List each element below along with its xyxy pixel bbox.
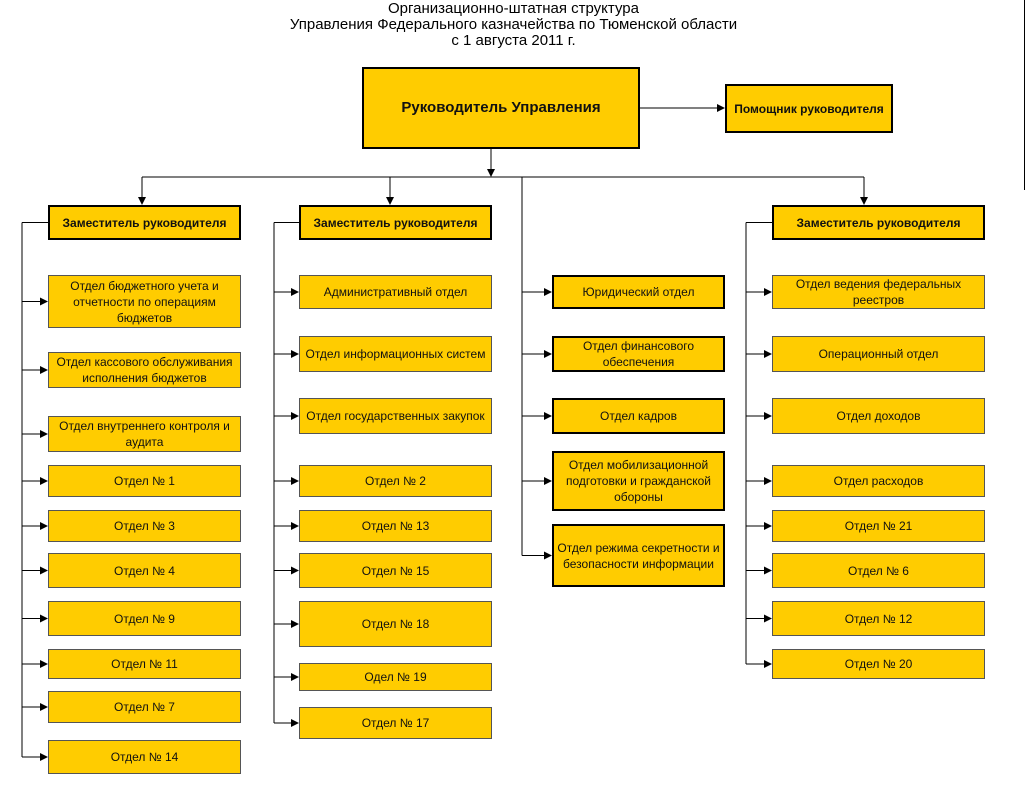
unit-box-2-6: Отдел № 15: [299, 553, 492, 588]
unit-box-1-4: Отдел № 1: [48, 465, 241, 497]
unit-box-1-10: Отдел № 14: [48, 740, 241, 774]
unit-box-1-8: Отдел № 11: [48, 649, 241, 679]
unit-box-4-8: Отдел № 20: [772, 649, 985, 679]
unit-box-4-1: Отдел ведения федеральных реестров: [772, 275, 985, 309]
head-box: Руководитель Управления: [362, 67, 640, 149]
unit-box-4-4: Отдел расходов: [772, 465, 985, 497]
title-line-2: Управления Федерального казначейства по …: [289, 16, 738, 33]
unit-box-4-2: Операционный отдел: [772, 336, 985, 372]
edge-line: [1024, 0, 1025, 190]
unit-box-3-1: Юридический отдел: [552, 275, 725, 309]
unit-box-2-2: Отдел информационных систем: [299, 336, 492, 372]
unit-box-2-4: Отдел № 2: [299, 465, 492, 497]
unit-box-3-4: Отдел мобилизационной подготовки и гражд…: [552, 451, 725, 511]
unit-box-1-3: Отдел внутреннего контроля и аудита: [48, 416, 241, 452]
unit-box-1-9: Отдел № 7: [48, 691, 241, 723]
unit-box-2-9: Отдел № 17: [299, 707, 492, 739]
title-line-3: с 1 августа 2011 г.: [451, 32, 576, 49]
unit-box-2-8: Одел № 19: [299, 663, 492, 691]
unit-box-1-6: Отдел № 4: [48, 553, 241, 588]
unit-box-2-7: Отдел № 18: [299, 601, 492, 647]
unit-box-4-5: Отдел № 21: [772, 510, 985, 542]
deputy-box-2: Заместитель руководителя: [299, 205, 492, 240]
unit-box-2-3: Отдел государственных закупок: [299, 398, 492, 434]
title-line-1: Организационно-штатная структура: [388, 0, 639, 17]
unit-box-1-1: Отдел бюджетного учета и отчетности по о…: [48, 275, 241, 328]
unit-box-2-1: Административный отдел: [299, 275, 492, 309]
unit-box-1-2: Отдел кассового обслуживания исполнения …: [48, 352, 241, 388]
unit-box-2-5: Отдел № 13: [299, 510, 492, 542]
chart-title: Организационно-штатная структура Управле…: [200, 1, 827, 49]
unit-box-4-6: Отдел № 6: [772, 553, 985, 588]
unit-box-1-5: Отдел № 3: [48, 510, 241, 542]
unit-box-4-7: Отдел № 12: [772, 601, 985, 636]
unit-box-3-3: Отдел кадров: [552, 398, 725, 434]
deputy-box-4: Заместитель руководителя: [772, 205, 985, 240]
unit-box-4-3: Отдел доходов: [772, 398, 985, 434]
unit-box-1-7: Отдел № 9: [48, 601, 241, 636]
assistant-box: Помощник руководителя: [725, 84, 893, 133]
deputy-box-1: Заместитель руководителя: [48, 205, 241, 240]
unit-box-3-5: Отдел режима секретности и безопасности …: [552, 524, 725, 587]
unit-box-3-2: Отдел финансового обеспечения: [552, 336, 725, 372]
